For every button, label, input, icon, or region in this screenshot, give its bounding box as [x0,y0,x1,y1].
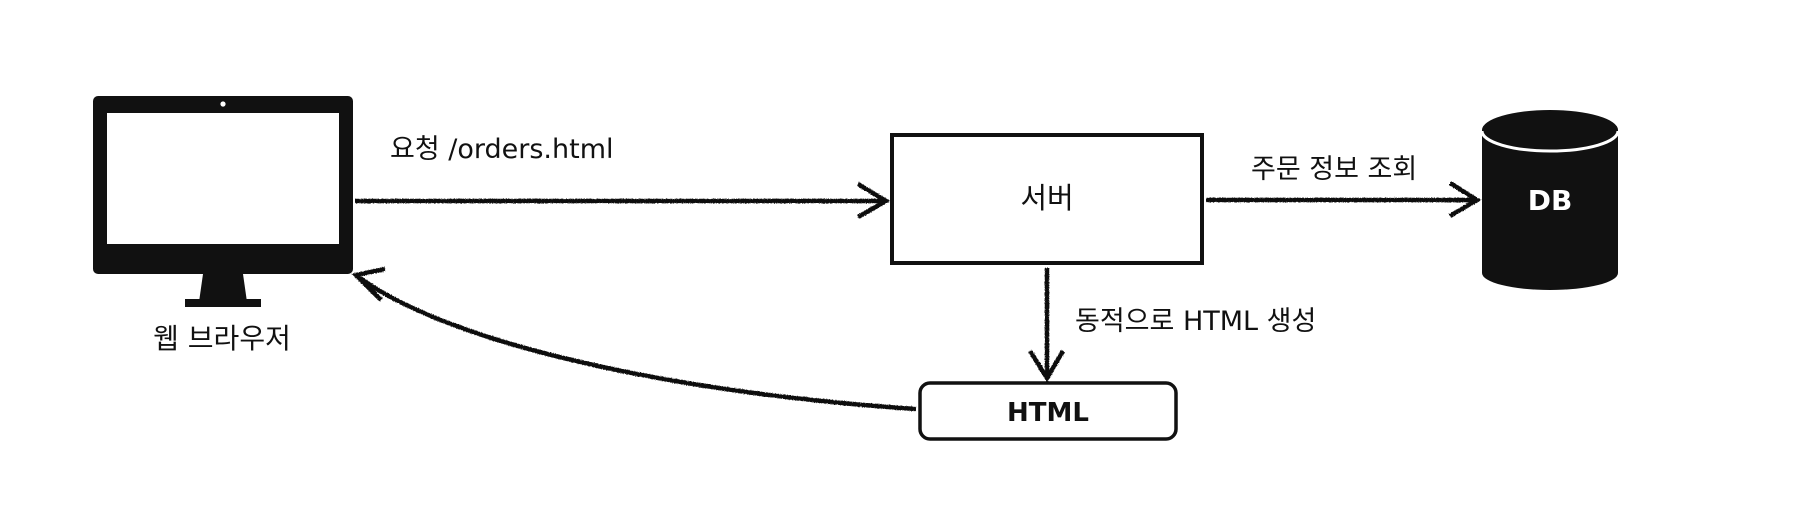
server-box [890,133,1204,265]
database-node: DB [1480,110,1620,290]
html-node: HTML [918,381,1178,441]
generate-arrow: 동적으로 HTML 생성 [1028,268,1316,383]
generate-label: 동적으로 HTML 생성 [1075,306,1316,337]
browser-label: 웹 브라우저 [153,322,291,355]
database-label: DB [1528,184,1573,217]
request-label: 요청 /orders.html [390,134,614,165]
html-label: HTML [1007,398,1089,428]
server-node: 서버 [890,133,1204,265]
browser-node: 웹 브라우저 [93,96,353,355]
response-arrow [351,266,917,412]
request-arrow: 요청 /orders.html [355,134,891,219]
database-cylinder-icon [1480,110,1620,290]
query-label: 주문 정보 조회 [1251,154,1417,185]
server-label: 서버 [1020,181,1073,215]
query-arrow: 주문 정보 조회 [1206,154,1482,218]
monitor-icon [93,96,353,307]
html-box [918,381,1178,441]
